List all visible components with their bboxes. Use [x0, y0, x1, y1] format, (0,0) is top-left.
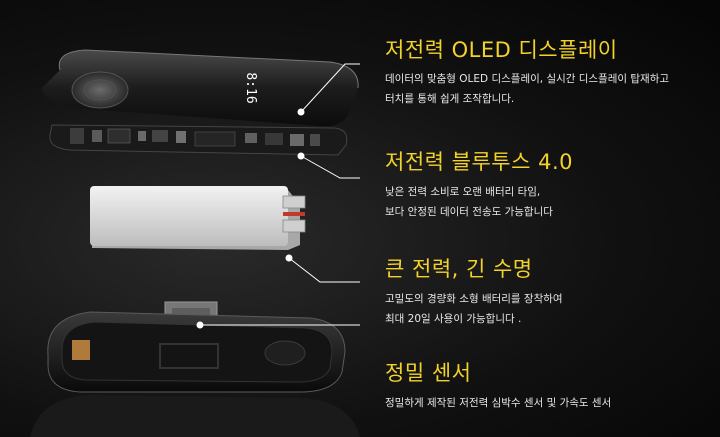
battery: [90, 186, 306, 250]
feature-bluetooth: 저전력 블루투스 4.0 낮은 전력 소비로 오랜 배터리 타임, 보다 안정된 …: [385, 146, 715, 222]
feature-oled: 저전력 OLED 디스플레이 데이터의 맞춤형 OLED 디스플레이, 실시간 …: [385, 34, 715, 109]
callout-line-battery: [288, 257, 360, 283]
feature-title: 저전력 블루투스 4.0: [385, 150, 573, 174]
callout-lines: [196, 63, 360, 329]
feature-description: 정밀하게 제작된 저전력 심박수 센서 및 가속도 센서: [385, 393, 715, 413]
feature-sensor: 정밀 센서 정밀하게 제작된 저전력 심박수 센서 및 가속도 센서: [385, 357, 715, 413]
touch-button-icon: [71, 71, 129, 109]
feature-description: 낮은 전력 소비로 오랜 배터리 타임, 보다 안정된 데이터 전송도 가능합니다: [385, 182, 715, 222]
callout-line-display: [300, 63, 360, 113]
feature-line: 보다 안정된 데이터 전송도 가능합니다: [385, 206, 553, 218]
feature-title: 큰 전력, 긴 수명: [385, 257, 533, 281]
circuit-board: [49, 124, 348, 156]
feature-line: 고밀도의 경량화 소형 배터리를 장착하여: [385, 293, 563, 305]
feature-line: 낮은 전력 소비로 오랜 배터리 타임,: [385, 186, 541, 198]
feature-title: 저전력 OLED 디스플레이: [385, 38, 618, 62]
bottom-tray: [30, 311, 360, 437]
display-time: 8:16: [243, 72, 258, 103]
feature-line: 데이터의 맞춤형 OLED 디스플레이, 실시간 디스플레이 탑재하고: [385, 73, 670, 85]
callout-line-bluetooth: [300, 155, 360, 179]
feature-line: 최대 20일 사용이 가능합니다 .: [385, 313, 522, 325]
feature-line: 정밀하게 제작된 저전력 심박수 센서 및 가속도 센서: [385, 397, 612, 409]
feature-title: 정밀 센서: [385, 361, 472, 385]
oled-display-case: 8:16: [42, 49, 359, 127]
feature-line: 터치를 통해 쉽게 조작합니다.: [385, 93, 515, 105]
